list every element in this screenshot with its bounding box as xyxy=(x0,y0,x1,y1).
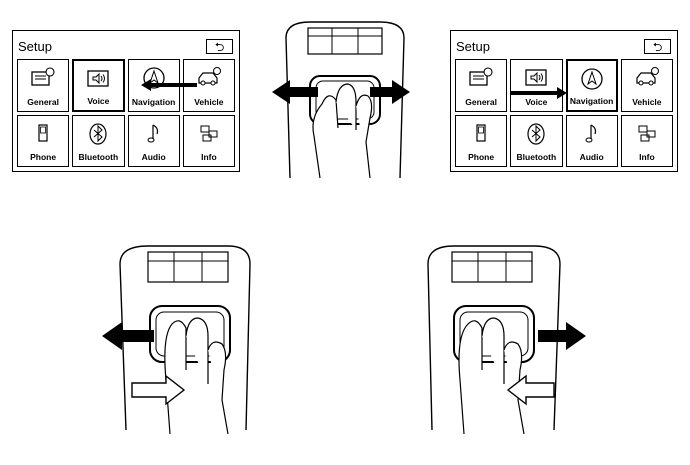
phone-icon xyxy=(38,123,48,142)
audio-icon xyxy=(147,123,158,142)
phone-icon xyxy=(476,123,486,142)
tile-general[interactable]: General xyxy=(455,59,508,112)
tile-bluetooth[interactable]: Bluetooth xyxy=(510,114,563,167)
tile-label: Info xyxy=(201,152,217,162)
setup-screen-left: Setup ⮌ General Voice xyxy=(12,30,240,172)
tile-general[interactable]: General xyxy=(17,59,70,112)
voice-icon xyxy=(525,69,548,86)
tile-label: Audio xyxy=(141,152,166,162)
info-icon xyxy=(200,125,218,141)
tile-info[interactable]: Info xyxy=(182,114,235,167)
tile-label: General xyxy=(465,96,497,107)
tile-label: General xyxy=(27,96,59,107)
tile-vehicle[interactable]: Vehicle xyxy=(620,59,673,112)
audio-icon xyxy=(585,123,596,142)
tile-label: Navigation xyxy=(569,95,614,106)
back-arrow-icon: ⮌ xyxy=(652,39,663,54)
bluetooth-icon xyxy=(89,122,107,145)
controller-swipe-right-illustration xyxy=(427,245,586,435)
tile-label: Bluetooth xyxy=(516,152,557,162)
tile-label: Vehicle xyxy=(632,96,662,107)
tile-audio[interactable]: Audio xyxy=(565,114,618,167)
back-button[interactable]: ⮌ xyxy=(206,39,233,54)
tile-phone[interactable]: Phone xyxy=(17,114,70,167)
tile-label: Voice xyxy=(87,95,110,106)
tile-info[interactable]: Info xyxy=(620,114,673,167)
vehicle-icon xyxy=(198,67,221,86)
controller-swipe-left-illustration xyxy=(102,245,251,435)
navigation-icon xyxy=(142,67,165,89)
tile-label: Phone xyxy=(468,152,495,162)
left-arrow-icon xyxy=(141,79,197,91)
tile-phone[interactable]: Phone xyxy=(455,114,508,167)
bluetooth-icon xyxy=(527,122,545,145)
back-button[interactable]: ⮌ xyxy=(644,39,671,54)
tile-navigation[interactable]: Navigation xyxy=(565,59,618,112)
tile-label: Audio xyxy=(579,152,604,162)
tile-label: Vehicle xyxy=(194,96,224,107)
vehicle-icon xyxy=(636,67,659,86)
tile-voice[interactable]: Voice xyxy=(72,59,125,112)
right-arrow-icon xyxy=(511,87,567,99)
general-icon xyxy=(31,67,55,86)
info-icon xyxy=(638,125,656,141)
general-icon xyxy=(469,67,493,86)
screen-title: Setup xyxy=(18,39,52,54)
back-arrow-icon: ⮌ xyxy=(214,39,225,54)
tile-audio[interactable]: Audio xyxy=(127,114,180,167)
voice-icon xyxy=(87,70,110,87)
screen-title: Setup xyxy=(456,39,490,54)
controller-swipe-both-illustration xyxy=(272,21,410,179)
tile-label: Phone xyxy=(30,152,57,162)
tile-voice[interactable]: Voice xyxy=(510,59,563,112)
tile-label: Info xyxy=(639,152,655,162)
tile-label: Navigation xyxy=(131,96,176,107)
setup-screen-right: Setup ⮌ General Voice xyxy=(450,30,678,172)
tile-bluetooth[interactable]: Bluetooth xyxy=(72,114,125,167)
tile-label: Bluetooth xyxy=(78,152,119,162)
tile-label: Voice xyxy=(525,96,548,107)
navigation-icon xyxy=(580,68,603,90)
